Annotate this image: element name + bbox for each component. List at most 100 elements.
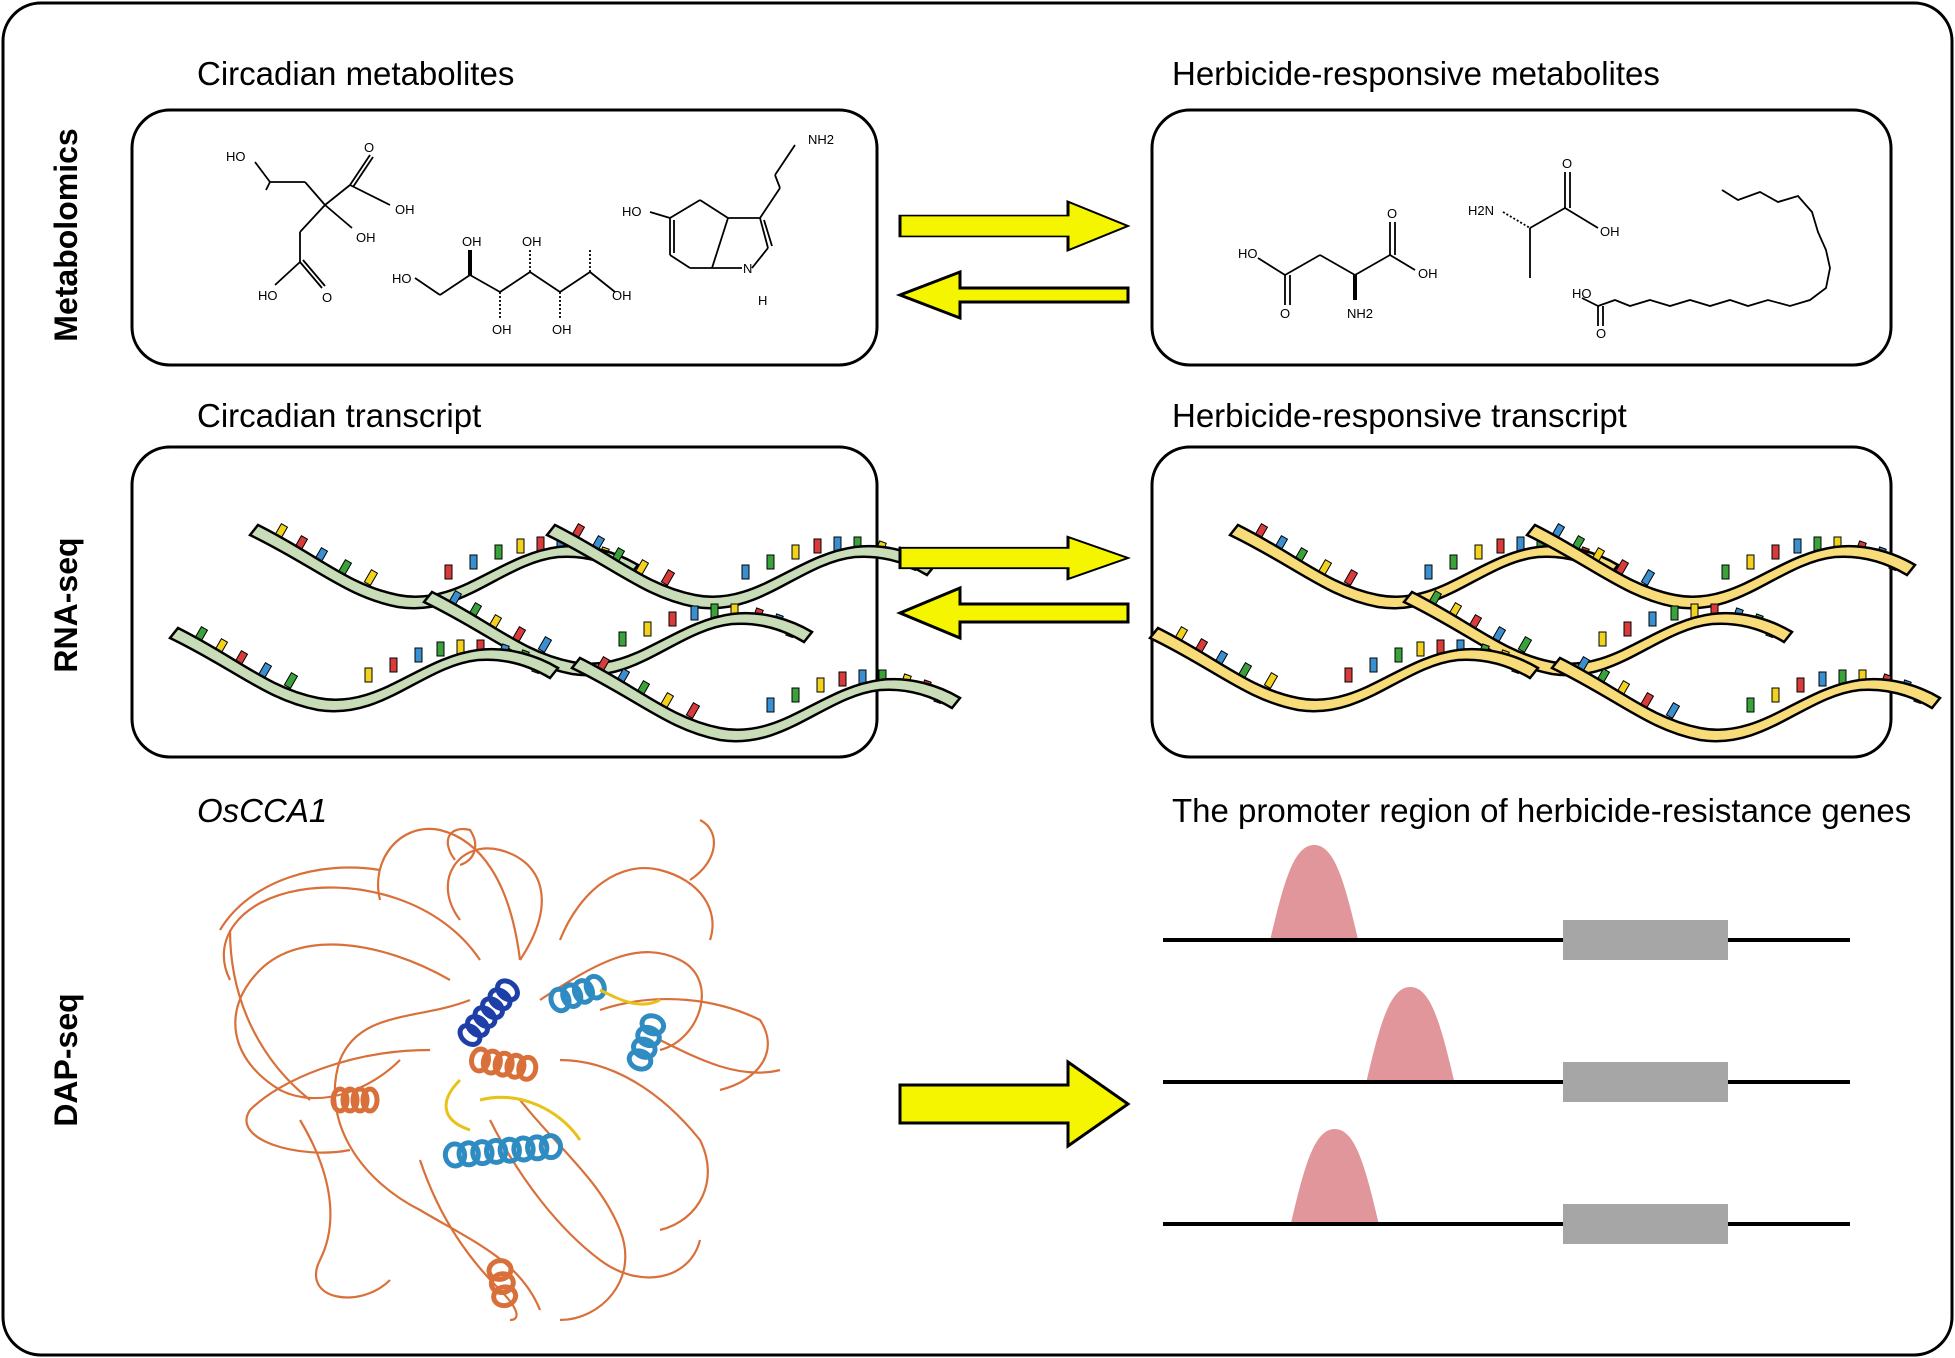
right-arrow-icon (898, 1059, 1131, 1149)
helix-turn (497, 1136, 522, 1164)
citric-acid-structure (254, 154, 391, 289)
helix-turn (504, 1052, 527, 1080)
aspartate-o-2: O (1387, 206, 1397, 221)
title-promoter-region: The promoter region of herbicide-resista… (1172, 792, 1911, 829)
helix-turn (340, 1086, 360, 1114)
rna-base (1344, 667, 1353, 683)
helix-turn (487, 987, 513, 1012)
protein-helix (486, 1258, 519, 1309)
sorbitol-ho: HO (392, 271, 412, 286)
protein-coil (689, 819, 715, 881)
aspartate-nh2: NH2 (1347, 306, 1373, 321)
sorbitol-oh-3: OH (522, 234, 542, 249)
citrate-o-bottom: O (322, 290, 332, 305)
rna-base (660, 568, 676, 586)
rna-base (1623, 621, 1632, 637)
herbicide-transcript-box (1150, 445, 1893, 759)
protein-helix (548, 973, 607, 1014)
rna-base (436, 641, 445, 657)
linolenic-o: O (1596, 326, 1606, 341)
helix-turn (472, 1005, 498, 1030)
promoter-track (1163, 845, 1850, 960)
alanine-structure (1502, 172, 1599, 278)
rna-base (1818, 671, 1827, 687)
rna-base (1394, 647, 1403, 663)
protein-coil (659, 1039, 781, 1074)
rna-base (364, 667, 373, 683)
rna-base (791, 544, 800, 560)
helix-turn (360, 1086, 380, 1114)
rna-strand (1525, 522, 1917, 610)
helix-turn (492, 1050, 515, 1078)
citrate-oh-center: OH (356, 230, 376, 245)
rna-strand (168, 625, 560, 713)
herbicide-metabolites-box (1150, 108, 1893, 367)
protein-coil (418, 1159, 518, 1322)
rna-base (494, 544, 503, 560)
rna-base (685, 701, 701, 719)
helix-turn (350, 1086, 370, 1114)
protein-coil (446, 827, 477, 867)
protein-helix (469, 1046, 539, 1082)
rna-base (469, 554, 478, 570)
helix-turn (480, 1048, 503, 1076)
gene-box (1563, 920, 1728, 960)
rna-base (766, 697, 775, 713)
rna-base (1424, 564, 1433, 580)
helix-turn (525, 1134, 550, 1162)
rna-base (1746, 697, 1755, 713)
rna-base (741, 564, 750, 580)
title-herbicide-transcript: Herbicide-responsive transcript (1172, 397, 1627, 434)
rna-base (1746, 554, 1755, 570)
protein-helix (626, 1013, 667, 1072)
protein-coil (219, 866, 381, 931)
promoter-track (1163, 987, 1850, 1102)
rna-base (1449, 554, 1458, 570)
protein-helix (330, 1086, 380, 1114)
protein-strand (599, 988, 661, 1006)
promoter-track (1163, 1129, 1850, 1244)
helix-turn (488, 1271, 516, 1296)
aspartate-o-1: O (1280, 306, 1290, 321)
rna-base (643, 621, 652, 637)
helix-turn (548, 986, 572, 1014)
helix-turn (631, 1036, 658, 1060)
binding-peak (1270, 845, 1359, 940)
serotonin-n: N (743, 261, 752, 276)
protein-coil (377, 827, 522, 961)
binding-peak (1366, 987, 1455, 1082)
protein-strand (479, 1095, 582, 1141)
helix-turn (442, 1141, 468, 1169)
serotonin-nh2: NH2 (808, 132, 834, 147)
helix-turn (583, 973, 607, 1001)
protein-coil (234, 943, 451, 1100)
helix-turn (571, 978, 596, 1005)
alanine-o: O (1562, 156, 1572, 171)
citrate-ho-bottom: HO (258, 288, 278, 303)
title-protein: OsCCA1 (197, 792, 327, 829)
equilibrium-arrows-icon (895, 199, 1131, 321)
rna-base (414, 647, 423, 663)
helix-turn (626, 1048, 654, 1072)
serotonin-structure (649, 144, 796, 269)
alanine-oh: OH (1600, 224, 1620, 239)
rna-base (1665, 701, 1681, 719)
rna-base (1474, 544, 1483, 560)
rna-base (816, 677, 825, 693)
rna-base (537, 635, 553, 653)
helix-turn (560, 982, 584, 1009)
herbicide-rna-strands (1148, 522, 1942, 743)
serotonin-ho: HO (622, 204, 642, 219)
citrate-ho-top: HO (226, 149, 246, 164)
helix-turn (511, 1135, 536, 1163)
aspartate-ho: HO (1238, 246, 1258, 261)
circadian-metabolites-box (130, 108, 879, 367)
rna-base (690, 605, 699, 621)
rna-base (766, 554, 775, 570)
helix-turn (456, 1140, 481, 1168)
protein-helix (442, 1133, 564, 1169)
rna-base (444, 564, 453, 580)
rna-base (1771, 687, 1780, 703)
